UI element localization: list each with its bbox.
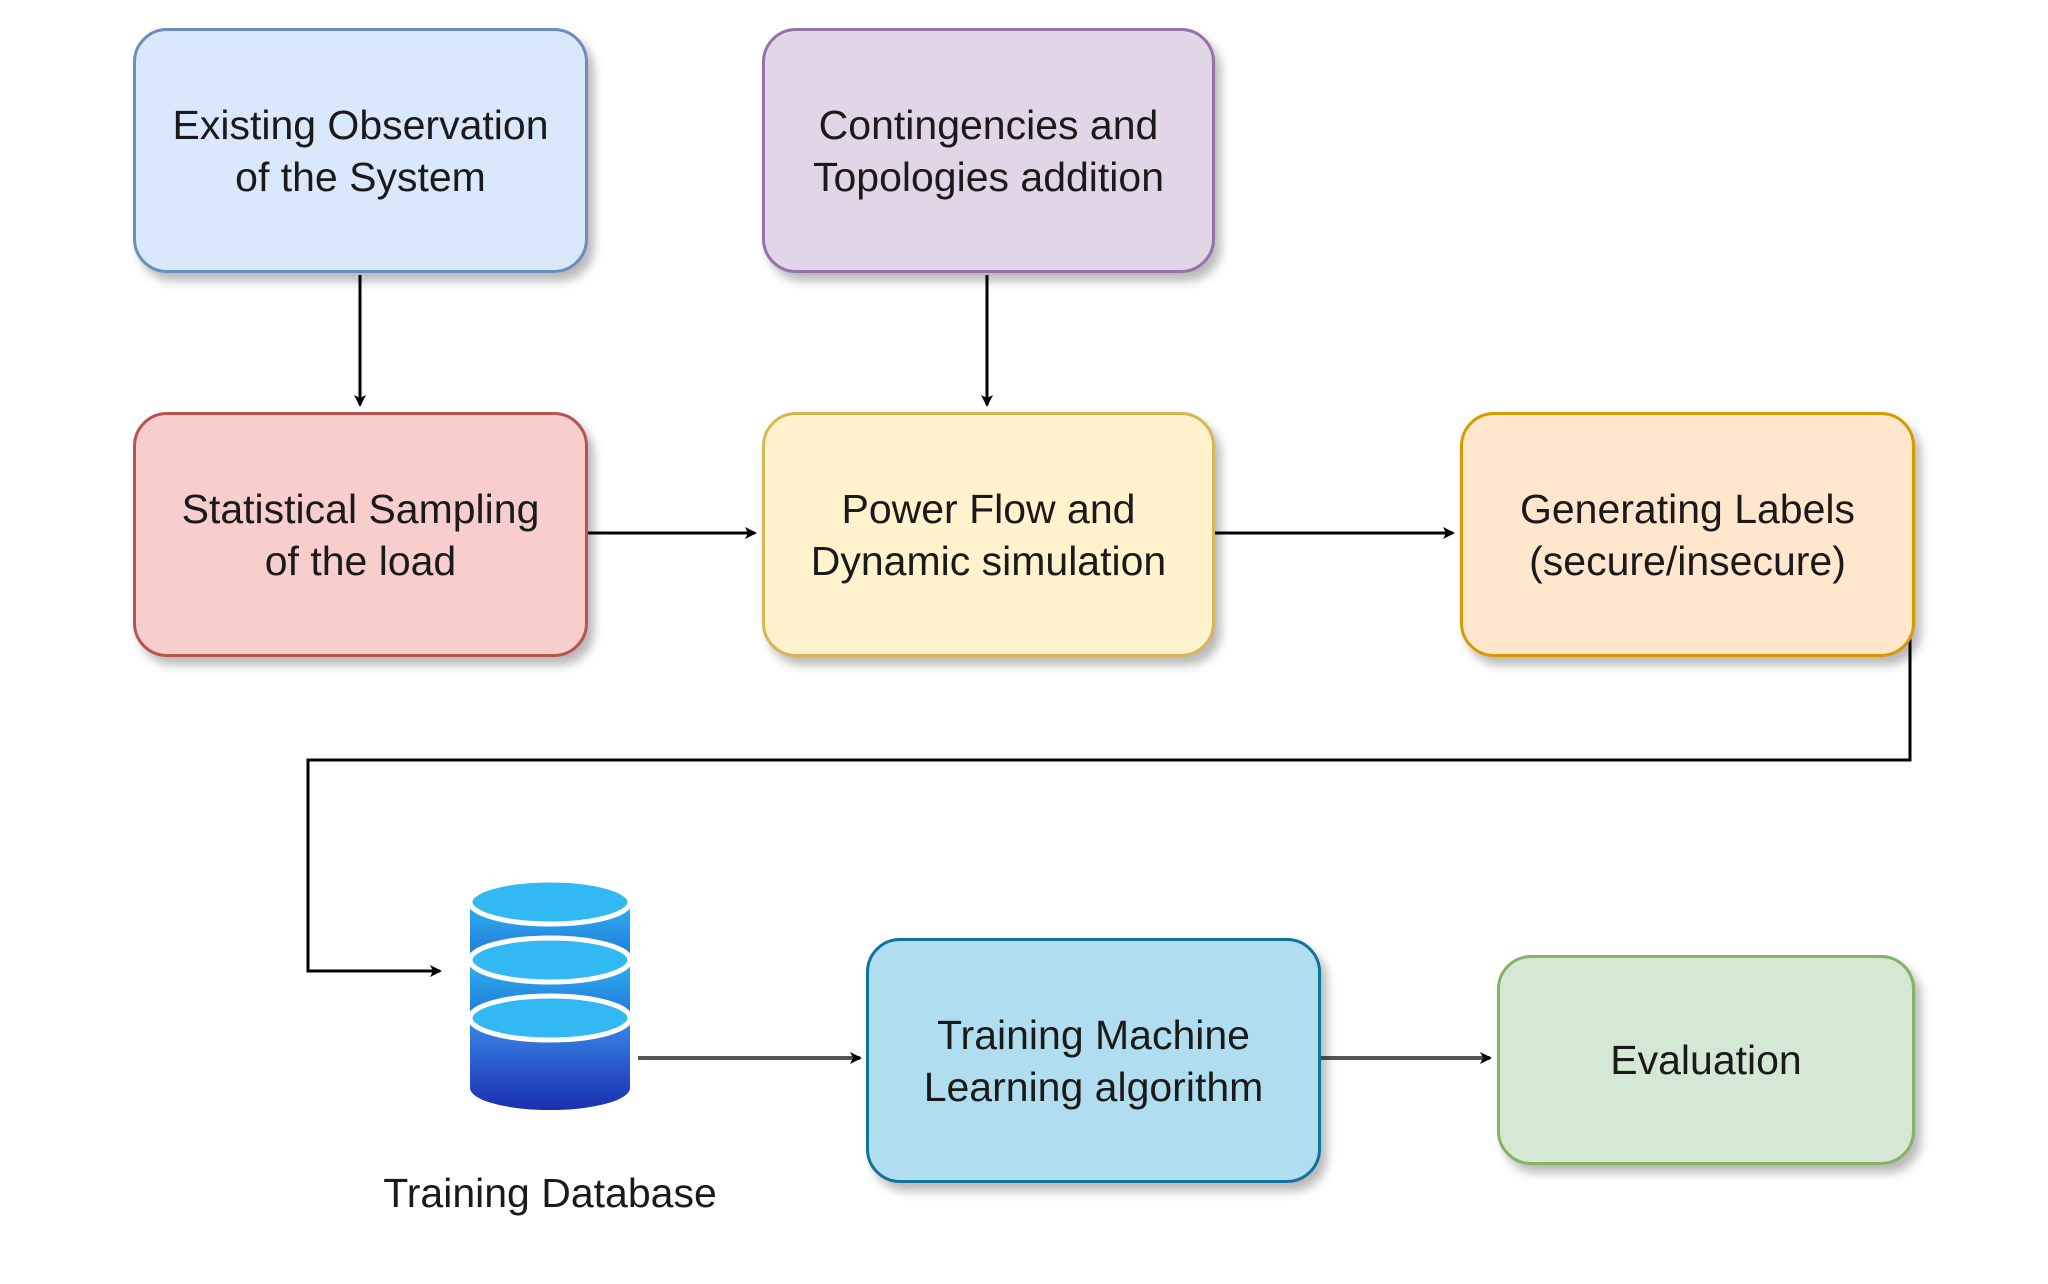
node-existing-observation: Existing Observation of the System	[133, 28, 588, 273]
node-evaluation: Evaluation	[1497, 955, 1915, 1165]
node-contingencies-topologies: Contingencies and Topologies addition	[762, 28, 1215, 273]
database-icon	[467, 877, 633, 1110]
node-power-flow-simulation: Power Flow and Dynamic simulation	[762, 412, 1215, 657]
node-generating-labels: Generating Labels (secure/insecure)	[1460, 412, 1915, 657]
database-label: Training Database	[383, 1170, 717, 1216]
edge-labels-to-database	[306, 533, 1912, 977]
node-training-ml-algorithm: Training Machine Learning algorithm	[866, 938, 1321, 1183]
node-statistical-sampling: Statistical Sampling of the load	[133, 412, 588, 657]
